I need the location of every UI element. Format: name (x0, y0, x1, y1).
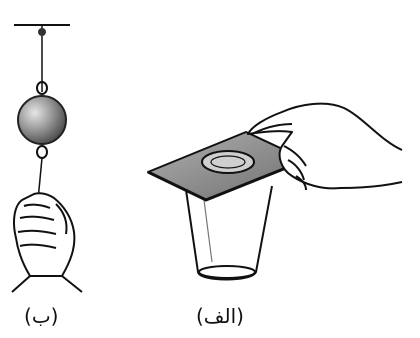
caption-alef: (الف) (196, 304, 244, 328)
hand-holding-string (12, 193, 82, 292)
pendulum-ball (18, 96, 66, 144)
panel-b-pendulum (12, 25, 82, 292)
top-knot (38, 28, 46, 36)
glass-rim (202, 151, 254, 173)
caption-b: (ب) (24, 304, 58, 328)
lower-hook (37, 146, 47, 158)
panel-alef-glass-card (148, 104, 402, 280)
glass (186, 186, 272, 280)
